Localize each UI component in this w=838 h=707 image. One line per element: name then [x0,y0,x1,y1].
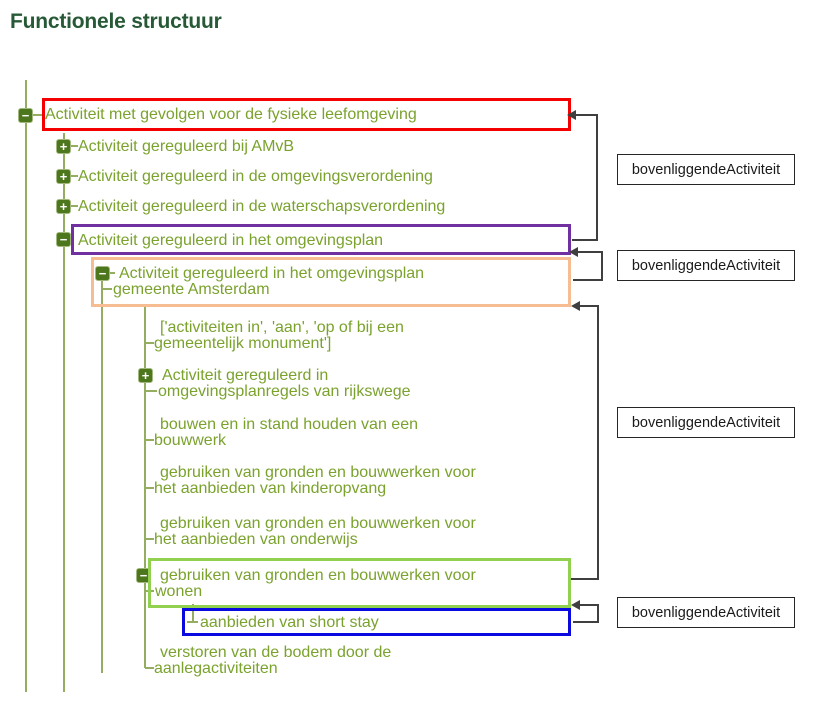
tree-guide-line [101,281,103,673]
expand-toggle-icon[interactable]: + [56,139,71,154]
tree-node-amsterdam-line1[interactable]: Activiteit gereguleerd in het omgevingsp… [119,265,425,282]
expand-toggle-icon[interactable]: + [56,199,71,214]
tree-node-root[interactable]: Activiteit met gevolgen voor de fysieke … [45,106,417,123]
collapse-toggle-icon[interactable]: − [18,108,33,123]
relation-connector-line [571,578,599,580]
tree-connector-tick [145,342,154,344]
arrowhead-icon [569,247,578,257]
tree-connector-tick [71,175,78,177]
collapse-toggle-icon[interactable]: − [136,568,151,583]
relation-connector-line [573,279,603,281]
relation-label: bovenliggendeActiviteit [617,154,795,185]
tree-guide-line [63,133,65,692]
relation-connector-line [576,114,598,116]
tree-connector-tick [102,288,112,290]
tree-node-amsterdam-line2[interactable]: gemeente Amsterdam [113,281,270,298]
tree-connector-tick [110,272,115,274]
tree-connector-tick [145,590,154,592]
relation-label: bovenliggendeActiviteit [617,407,795,438]
expand-toggle-icon[interactable]: + [56,169,71,184]
tree-node-onderwijs-line2[interactable]: het aanbieden van onderwijs [154,531,358,548]
tree-node-kinderopvang-line2[interactable]: het aanbieden van kinderopvang [154,480,387,497]
collapse-toggle-icon[interactable]: − [95,266,110,281]
tree-node-wonen-line1[interactable]: gebruiken van gronden en bouwwerken voor [160,567,476,584]
tree-node-onderwijs-line1[interactable]: gebruiken van gronden en bouwwerken voor [160,515,476,532]
relation-connector-line [580,305,599,307]
tree-connector-tick [145,487,154,489]
tree-connector-tick [145,667,154,669]
relation-label: bovenliggendeActiviteit [617,250,795,281]
tree-connector-tick [145,390,157,392]
tree-guide-line [192,604,194,622]
relation-connector-line [578,251,603,253]
tree-node-omgevingsverordening[interactable]: Activiteit gereguleerd in de omgevingsve… [78,168,433,185]
arrowhead-icon [567,110,576,120]
relation-connector-line [573,621,599,623]
tree-connector-tick [71,205,78,207]
tree-node-verstoren-line2[interactable]: aanlegactiviteiten [154,660,278,677]
tree-node-wonen-line2[interactable]: wonen [155,583,203,600]
tree-node-bouwen-line2[interactable]: bouwwerk [154,432,227,449]
arrowhead-icon [571,301,580,311]
arrowhead-icon [571,600,580,610]
tree-node-monument-line1[interactable]: ['activiteiten in', 'aan', 'op of bij ee… [160,319,404,336]
tree-node-monument-line2[interactable]: gemeentelijk monument'] [154,335,332,352]
tree-connector-tick [187,621,198,623]
expand-toggle-icon[interactable]: + [138,368,153,383]
tree-node-omgevingsplan[interactable]: Activiteit gereguleerd in het omgevingsp… [78,232,384,249]
relation-label: bovenliggendeActiviteit [617,597,795,628]
tree-node-bouwen-line1[interactable]: bouwen en in stand houden van een [160,416,418,433]
tree-node-waterschapsverordening[interactable]: Activiteit gereguleerd in de waterschaps… [78,198,446,215]
page-title: Functionele structuur [10,10,222,33]
tree-node-shortstay[interactable]: aanbieden van short stay [200,614,379,631]
tree-node-verstoren-line1[interactable]: verstoren van de bodem door de [160,644,392,661]
tree-connector-tick [145,439,154,441]
collapse-toggle-icon[interactable]: − [56,232,71,247]
tree-node-amvb[interactable]: Activiteit gereguleerd bij AMvB [78,138,295,155]
relation-connector-line [572,239,598,241]
relation-connector-line [597,305,599,580]
tree-guide-line [25,80,27,692]
tree-node-rijkswege-line2[interactable]: omgevingsplanregels van rijkswege [158,383,411,400]
relation-connector-line [596,114,598,241]
relation-connector-line [601,251,603,281]
tree-node-kinderopvang-line1[interactable]: gebruiken van gronden en bouwwerken voor [160,464,476,481]
tree-connector-tick [33,114,42,116]
tree-connector-tick [145,538,154,540]
tree-node-rijkswege-line1[interactable]: Activiteit gereguleerd in [162,367,329,384]
relation-connector-line [597,604,599,623]
relation-connector-line [580,604,599,606]
tree-connector-tick [71,145,78,147]
